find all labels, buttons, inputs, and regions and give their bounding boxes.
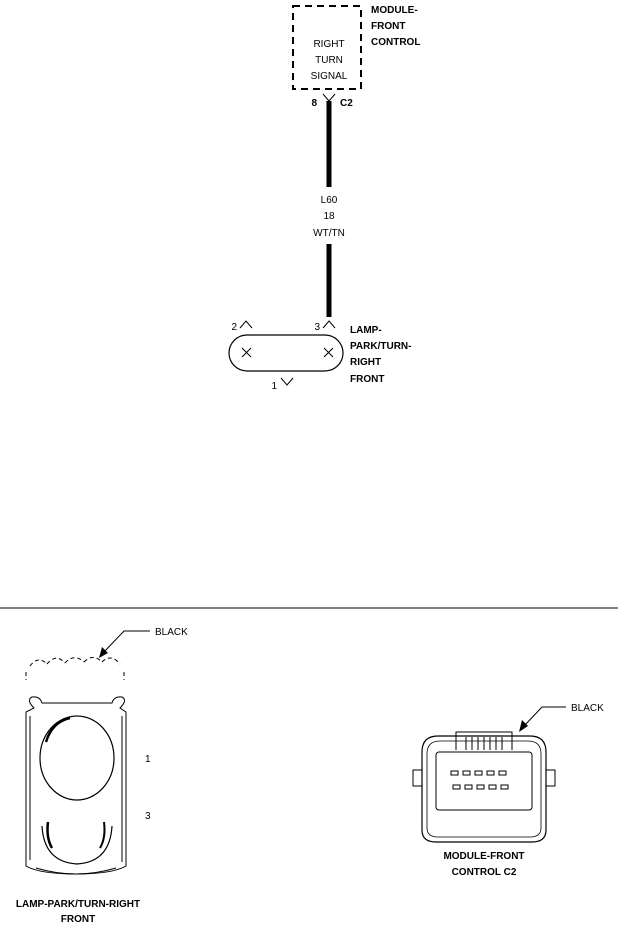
- module-connector-leader-arrow: [519, 720, 528, 732]
- module-name-line-2: FRONT: [371, 21, 405, 32]
- lamp-connector-bottom-lip: [35, 867, 117, 875]
- module-connector-latch-ribs: [465, 737, 503, 750]
- module-connector-face: [435, 751, 533, 811]
- wire-gauge: 18: [323, 211, 335, 222]
- lamp-name-line-2: PARK/TURN-: [350, 341, 411, 352]
- wire-color: WT/TN: [313, 228, 345, 239]
- module-connector-caption-line-2: CONTROL C2: [452, 867, 517, 878]
- lamp-connector-pin-1: 1: [145, 754, 151, 765]
- module-connector-cavities-row-1: [450, 770, 507, 776]
- module-front-control: RIGHT TURN SIGNAL MODULE- FRONT CONTROL …: [292, 5, 420, 109]
- lamp-connector-lens-lower: [41, 825, 113, 865]
- module-connector-id: C2: [340, 98, 353, 109]
- module-dashed-box: [292, 5, 362, 90]
- module-name-line-3: CONTROL: [371, 37, 420, 48]
- lamp-pin-2-number: 2: [231, 322, 237, 333]
- module-connector-color: BLACK: [571, 703, 604, 714]
- lamp-connector-color: BLACK: [155, 627, 188, 638]
- module-connector-tab-right: [546, 769, 556, 787]
- module-connector-leader: [523, 706, 566, 727]
- lamp-pin-3-number: 3: [314, 322, 320, 333]
- lamp-connector-inner-edge: [29, 716, 123, 862]
- module-connector-caption-line-1: MODULE-FRONT: [443, 851, 524, 862]
- lamp-connector-lens-upper-shade: [44, 716, 71, 743]
- wire-circuit: L60: [321, 195, 338, 206]
- lamp-connector-body: [25, 696, 127, 875]
- wire-l60: L60 18 WT/TN: [313, 101, 345, 317]
- module-pin-number: 8: [311, 98, 317, 109]
- lamp-name-line-3: RIGHT: [350, 357, 381, 368]
- lamp-pin-3-chevron: [322, 320, 336, 329]
- lamp-connector-leader-arrow: [99, 647, 108, 658]
- lamp-connector-view: BLACK 1 3 LAMP-PARK/TURN-RIGHT FRONT: [16, 627, 188, 925]
- module-box-line-3: SIGNAL: [311, 71, 348, 82]
- lamp-connector-lens-lower-shade-2: [99, 821, 106, 849]
- lamp-connector-top-sides: [25, 672, 125, 680]
- module-connector-shell-inner: [426, 740, 542, 838]
- module-connector-tab-left: [412, 769, 422, 787]
- lamp-connector-caption-line-2: FRONT: [61, 914, 95, 925]
- lamp-connector-pin-3: 3: [145, 811, 151, 822]
- lamp-connector-lens-lower-shade: [46, 821, 54, 849]
- module-connector-shell: [421, 735, 547, 843]
- lamp-connector-top-scallops: [29, 657, 121, 667]
- lamp-filament-x-right: [323, 347, 334, 358]
- module-box-line-1: RIGHT: [313, 39, 344, 50]
- module-name-line-1: MODULE-: [371, 5, 418, 16]
- lamp-pin-1-number: 1: [271, 381, 277, 392]
- module-connector-view: BLACK MODULE-FRONT CONTROL C2: [412, 703, 604, 878]
- module-box-line-2: TURN: [315, 55, 343, 66]
- module-pin-chevron: [322, 93, 336, 102]
- lamp-pin-2-chevron: [239, 320, 253, 329]
- lamp-connector-leader: [102, 630, 150, 654]
- lamp-pin-1-chevron: [280, 377, 294, 386]
- lamp-connector-caption-line-1: LAMP-PARK/TURN-RIGHT: [16, 899, 140, 910]
- lamp-connector-lens-upper: [39, 715, 115, 801]
- lamp-body: [228, 334, 344, 372]
- module-connector-cavities-row-2: [452, 784, 509, 790]
- lamp-park-turn-right-front: 2 3 1 LAMP- PARK/TURN- RIGHT FRONT: [228, 320, 411, 392]
- lamp-name-line-4: FRONT: [350, 374, 384, 385]
- module-connector-latch: [455, 731, 513, 750]
- lamp-filament-x-left: [241, 347, 252, 358]
- lamp-name-line-1: LAMP-: [350, 325, 382, 336]
